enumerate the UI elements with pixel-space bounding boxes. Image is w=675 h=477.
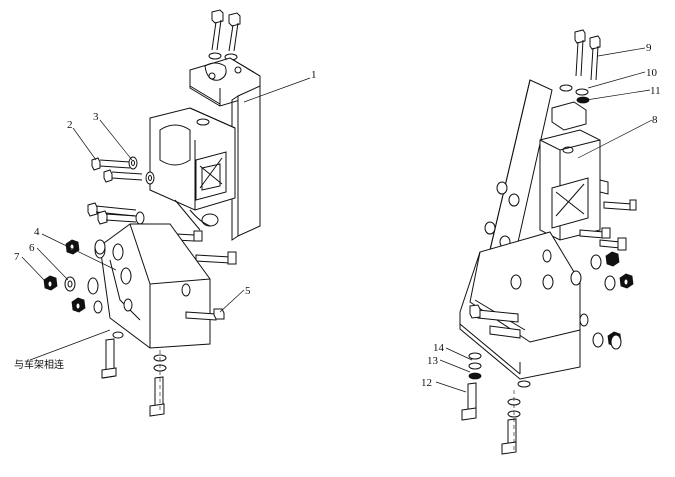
nuts-right bbox=[590, 251, 634, 350]
callout-4: 4 bbox=[34, 226, 40, 238]
leader-lines bbox=[21, 47, 653, 393]
callout-14: 14 bbox=[433, 342, 445, 354]
mount-block-left bbox=[149, 107, 236, 231]
lower-bracket-right bbox=[459, 231, 589, 388]
top-bolts-right bbox=[559, 29, 601, 104]
callout-12: 12 bbox=[421, 377, 432, 389]
bolt-part-5 bbox=[185, 308, 225, 321]
callout-5: 5 bbox=[245, 285, 251, 297]
mount-block-part-8 bbox=[539, 129, 637, 251]
bottom-bolts-left bbox=[101, 338, 167, 417]
long-plate-part-1 bbox=[231, 85, 261, 241]
callout-8: 8 bbox=[652, 114, 658, 126]
callout-7: 7 bbox=[14, 251, 20, 263]
top-bolts-left bbox=[208, 9, 241, 61]
callout-labels: 1 2 3 4 5 6 7 8 9 10 11 12 13 14 与车架相连 bbox=[14, 42, 661, 389]
left-assembly bbox=[43, 9, 261, 417]
nuts-washers-left bbox=[43, 239, 106, 314]
callout-11: 11 bbox=[650, 85, 661, 97]
frame-connection-label: 与车架相连 bbox=[14, 358, 64, 371]
callout-10: 10 bbox=[646, 67, 658, 79]
bolts-part-2 bbox=[91, 157, 143, 183]
lower-bracket-part-4 bbox=[87, 223, 211, 349]
callout-6: 6 bbox=[29, 242, 35, 254]
top-block-right bbox=[551, 101, 587, 131]
callout-2: 2 bbox=[67, 119, 73, 131]
callout-3: 3 bbox=[93, 111, 99, 123]
callout-13: 13 bbox=[427, 355, 439, 367]
right-assembly bbox=[459, 29, 637, 455]
washers-part-3 bbox=[128, 156, 155, 185]
callout-9: 9 bbox=[646, 42, 652, 54]
callout-1: 1 bbox=[311, 69, 317, 81]
